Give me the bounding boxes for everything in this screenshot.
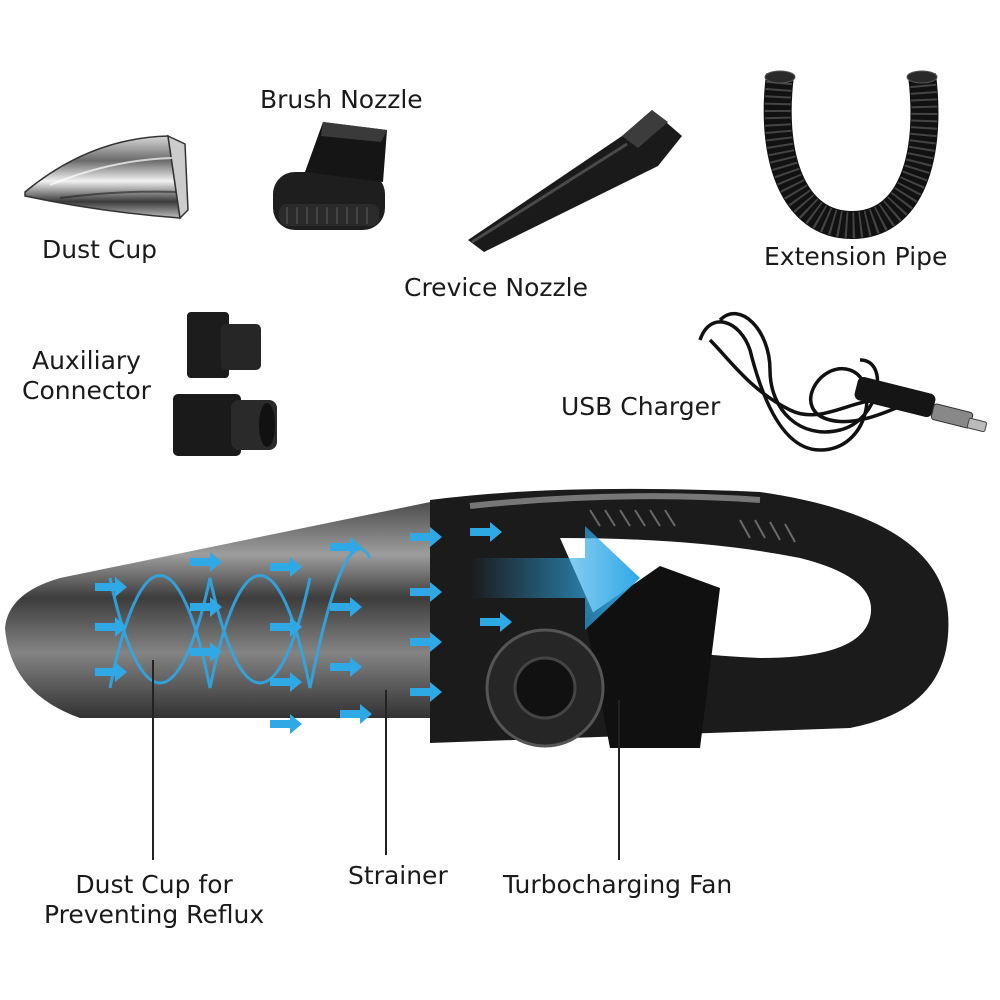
- auxiliary-connector-line2: Connector: [22, 376, 151, 405]
- dust-cup-reflux-line1: Dust Cup for: [75, 870, 233, 899]
- brush-nozzle-label: Brush Nozzle: [260, 85, 423, 114]
- brush-nozzle-image: [273, 122, 387, 230]
- auxiliary-connector-label: Auxiliary Connector: [22, 346, 151, 406]
- strainer-leader: [385, 690, 387, 855]
- usb-charger-image: [698, 312, 988, 452]
- dust-cup-reflux-line2: Preventing Reflux: [44, 900, 265, 929]
- dust-cup-reflux-label: Dust Cup for Preventing Reflux: [44, 870, 264, 930]
- crevice-nozzle-image: [468, 110, 682, 252]
- usb-charger-label: USB Charger: [561, 392, 721, 421]
- auxiliary-connector-line1: Auxiliary: [31, 346, 141, 375]
- turbo-fan-label: Turbocharging Fan: [503, 870, 733, 899]
- turbo-fan-leader: [618, 700, 620, 860]
- extension-pipe-label: Extension Pipe: [764, 242, 948, 271]
- crevice-nozzle-label: Crevice Nozzle: [404, 273, 588, 302]
- extension-pipe-image: [763, 70, 939, 240]
- strainer-label: Strainer: [348, 861, 448, 890]
- auxiliary-connector-image: [173, 312, 277, 456]
- dust-cup-label: Dust Cup: [42, 235, 158, 264]
- handheld-vacuum-image: [5, 488, 949, 748]
- dust-cup-image: [24, 134, 189, 220]
- dust-cup-reflux-leader: [152, 660, 154, 860]
